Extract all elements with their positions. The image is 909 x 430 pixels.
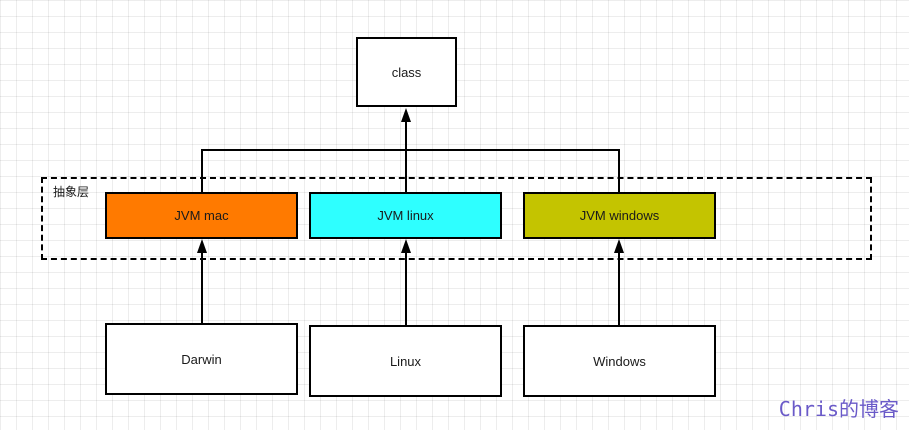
arrow-head-icon (401, 108, 411, 122)
jvm-linux-node[interactable]: JVM linux (309, 192, 502, 239)
watermark-text: Chris的博客 (778, 397, 899, 421)
arrow-head-icon (401, 239, 411, 253)
jvm-linux-label: JVM linux (377, 208, 434, 223)
platform-to-jvm-connectors (197, 239, 624, 326)
linux-node[interactable]: Linux (309, 325, 502, 397)
abstraction-layer-frame (41, 177, 872, 260)
linux-label: Linux (389, 353, 422, 369)
jvm-windows-label: JVM windows (579, 208, 660, 223)
jvm-windows-node[interactable]: JVM windows (523, 192, 716, 239)
class-node-label: class (391, 64, 422, 80)
jvm-mac-label: JVM mac (174, 208, 229, 223)
darwin-node[interactable]: Darwin (105, 323, 298, 395)
windows-node[interactable]: Windows (523, 325, 716, 397)
darwin-label: Darwin (181, 351, 222, 367)
abstraction-layer-label: 抽象层 (53, 185, 90, 199)
arrow-head-icon (197, 239, 207, 253)
jvm-to-class-connector (201, 108, 620, 193)
jvm-mac-node[interactable]: JVM mac (105, 192, 298, 239)
class-node[interactable]: class (356, 37, 457, 107)
arrow-head-icon (614, 239, 624, 253)
windows-label: Windows (593, 353, 646, 369)
